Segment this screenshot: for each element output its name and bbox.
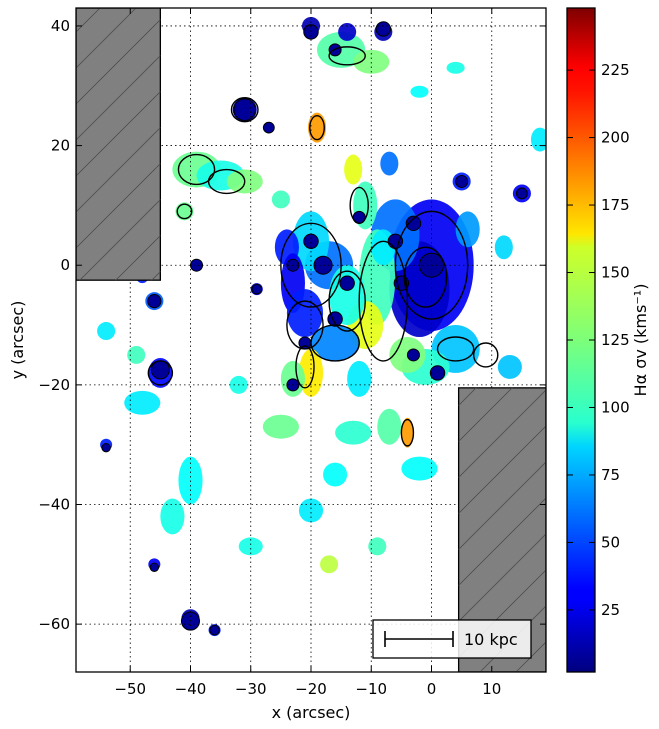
emission-region — [329, 265, 366, 326]
emission-region — [401, 417, 414, 448]
intensity-contour — [328, 46, 366, 66]
emission-region — [353, 49, 390, 74]
compact-core — [209, 624, 220, 636]
intensity-contour — [328, 270, 366, 332]
compact-core — [189, 258, 204, 272]
intensity-contour — [177, 153, 216, 186]
emission-region — [311, 325, 360, 361]
emission-region — [238, 537, 263, 556]
x-tick-label: −10 — [355, 680, 387, 698]
compact-core — [303, 233, 319, 249]
emission-region — [377, 408, 402, 445]
compact-core — [339, 275, 355, 291]
x-tick-label: 0 — [427, 680, 437, 698]
intensity-contour — [400, 418, 415, 447]
emission-region — [175, 202, 194, 221]
emission-region — [124, 390, 161, 415]
scale-bar-label: 10 kpc — [464, 630, 518, 649]
emission-region — [97, 322, 116, 341]
intensity-contour — [295, 345, 315, 389]
intensity-contour — [309, 114, 325, 141]
compact-core — [515, 187, 528, 200]
emission-region — [298, 498, 324, 523]
emission-region — [401, 456, 438, 481]
intensity-contour — [230, 97, 259, 123]
intensity-contour — [280, 222, 342, 308]
intensity-contour — [310, 324, 360, 362]
intensity-contour — [147, 360, 174, 386]
emission-region — [497, 354, 522, 379]
emission-region — [368, 537, 387, 556]
compact-core — [149, 562, 160, 573]
compact-core — [298, 336, 312, 350]
emission-region — [262, 414, 299, 439]
compact-core — [147, 294, 162, 309]
axis-ticks-layer: −50 −40 −30 −20 −10 0 10 −60 −40 −20 0 20 40 — [38, 8, 546, 698]
compact-core — [233, 98, 257, 121]
compact-core — [455, 174, 469, 188]
compact-core — [101, 442, 111, 453]
colorbar-tick-label: 75 — [601, 466, 620, 484]
y-tick-label: −40 — [38, 496, 70, 514]
colorbar-tick-label: 50 — [601, 533, 620, 551]
colorbar-tick-label: 125 — [601, 331, 630, 349]
intensity-contour — [358, 240, 409, 362]
intensity-contour — [349, 186, 369, 225]
colorbar-tick-label: 25 — [601, 601, 620, 619]
scale-bar: 10 kpc — [372, 619, 532, 659]
x-tick-label: 10 — [482, 680, 501, 698]
compact-core — [429, 365, 446, 381]
x-tick-label: −30 — [235, 680, 267, 698]
intensity-contour — [286, 300, 324, 350]
intensity-contour — [472, 342, 499, 368]
y-tick-label: 40 — [51, 17, 70, 35]
emission-region — [338, 22, 357, 41]
x-tick-label: −50 — [114, 680, 146, 698]
emission-region — [335, 420, 372, 445]
x-tick-label: −40 — [175, 680, 207, 698]
colorbar-tick-label: 225 — [601, 61, 630, 79]
colorbar-tick-label: 150 — [601, 264, 630, 282]
compact-core — [406, 348, 420, 362]
emission-region — [455, 211, 480, 248]
colorbar-tick-label: 100 — [601, 398, 630, 416]
x-tick-label: −20 — [295, 680, 327, 698]
emission-region — [494, 235, 513, 260]
intensity-contour — [403, 246, 448, 308]
compact-core — [262, 121, 275, 134]
y-tick-label: 0 — [60, 256, 70, 274]
emission-region — [410, 85, 429, 98]
masked-region-hatch — [76, 8, 161, 281]
colorbar-tick-label: 175 — [601, 196, 630, 214]
intensity-contour — [207, 168, 246, 195]
emission-region — [127, 345, 146, 364]
emission-region — [347, 360, 372, 397]
colorbar-ticks-layer: 25 50 75 100 125 150 175 200 225 — [567, 61, 630, 619]
emission-region — [160, 498, 185, 535]
emission-region — [323, 462, 348, 487]
emission-region — [307, 112, 327, 143]
colorbar-label: Hα σv (kms⁻¹) — [631, 284, 650, 397]
y-axis-label: y (arcsec) — [8, 301, 27, 380]
emission-region — [320, 555, 339, 574]
y-tick-label: −20 — [38, 376, 70, 394]
colorbar-tick-label: 200 — [601, 129, 630, 147]
y-tick-label: 20 — [51, 137, 70, 155]
emission-region — [380, 151, 399, 176]
y-tick-label: −60 — [38, 615, 70, 633]
colorbar: 25 50 75 100 125 150 175 200 225 Hα σv (kms⁻¹) — [566, 7, 650, 673]
intensity-contour — [176, 203, 193, 220]
emission-region — [446, 61, 465, 74]
compact-core — [375, 21, 392, 37]
compact-core — [150, 360, 170, 380]
compact-core — [251, 283, 263, 295]
emission-region — [344, 154, 363, 185]
emission-region — [271, 190, 290, 209]
compact-core — [405, 215, 422, 232]
compact-core — [313, 255, 333, 275]
intensity-contour — [436, 336, 475, 362]
x-axis-label: x (arcsec) — [272, 703, 351, 722]
